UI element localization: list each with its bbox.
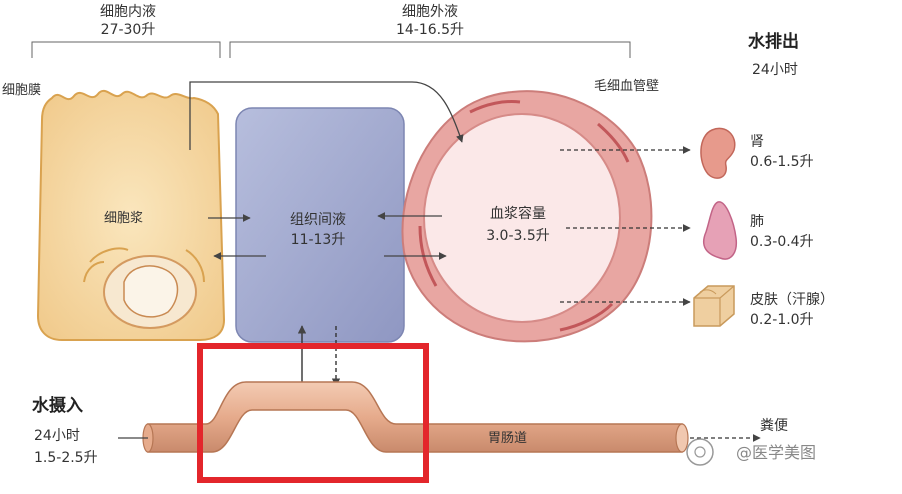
gi-tract-label: 胃肠道 xyxy=(488,431,528,446)
intracellular-title: 细胞内液 xyxy=(100,4,156,20)
gi-tract-tube xyxy=(142,381,689,453)
plasma-volume: 3.0-3.5升 xyxy=(486,228,550,244)
skin-label: 皮肤（汗腺） xyxy=(750,292,834,308)
extracellular-bracket xyxy=(229,41,631,58)
kidney-volume: 0.6-1.5升 xyxy=(750,154,814,170)
skin-icon xyxy=(693,285,735,327)
excretion-period: 24小时 xyxy=(752,62,798,78)
kidney-label: 肾 xyxy=(750,134,764,150)
capillary-wall-label: 毛细血管壁 xyxy=(594,79,660,94)
extracellular-volume: 14-16.5升 xyxy=(395,22,465,38)
nucleus xyxy=(83,247,205,329)
intake-period: 24小时 xyxy=(34,428,80,444)
intracellular-volume: 27-30升 xyxy=(100,22,156,38)
blood-vessel xyxy=(401,90,653,343)
feces-label: 粪便 xyxy=(760,418,788,434)
extracellular-title: 细胞外液 xyxy=(402,4,458,20)
lung-volume: 0.3-0.4升 xyxy=(750,234,814,250)
excretion-title: 水排出 xyxy=(748,32,799,52)
highlight-box xyxy=(197,343,429,483)
interstitial-title: 组织间液 xyxy=(290,212,346,228)
exchange-arrows xyxy=(208,212,447,260)
plasma-title: 血浆容量 xyxy=(490,206,546,222)
intracellular-bracket xyxy=(31,41,221,58)
lung-label: 肺 xyxy=(750,214,764,230)
gut-exchange-arrows xyxy=(297,325,341,387)
exchange-arrow-top xyxy=(189,81,464,150)
watermark-icon xyxy=(686,438,714,466)
skin-volume: 0.2-1.0升 xyxy=(750,312,814,328)
cell-membrane-label: 细胞膜 xyxy=(2,83,42,98)
intake-title: 水摄入 xyxy=(32,396,83,416)
kidney-icon xyxy=(700,127,736,179)
interstitial-volume: 11-13升 xyxy=(290,232,346,248)
watermark-text: @医学美图 xyxy=(736,443,817,462)
lung-icon xyxy=(702,201,738,260)
cytoplasm-label: 细胞浆 xyxy=(104,211,144,226)
excretion-arrows xyxy=(560,146,691,306)
intake-volume: 1.5-2.5升 xyxy=(34,450,98,466)
